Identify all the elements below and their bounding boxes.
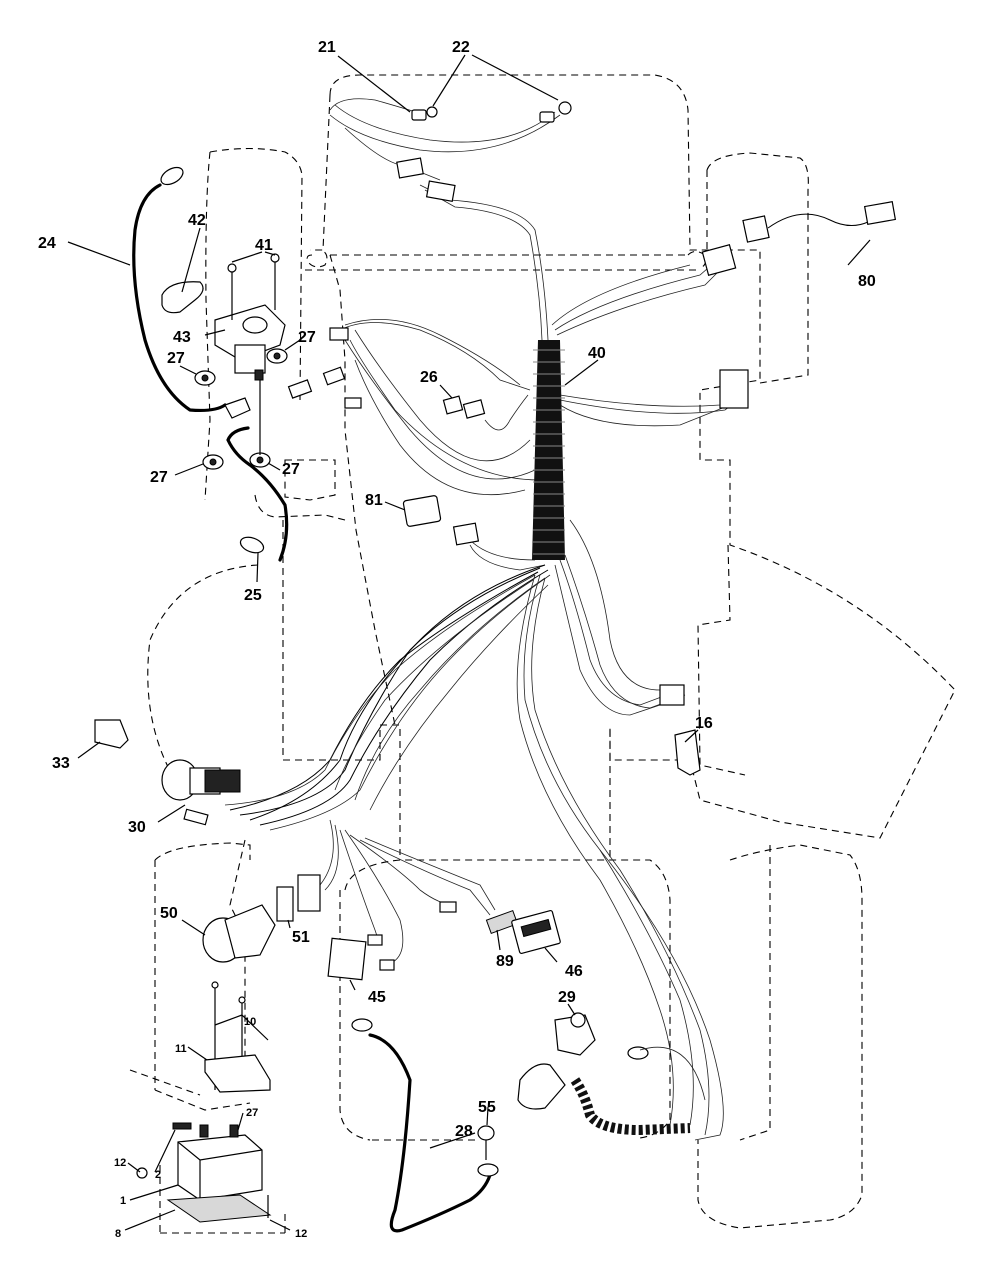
solenoid-assembly bbox=[161, 253, 286, 381]
ring-terminal-29 bbox=[627, 1046, 649, 1060]
callout-29: 29 bbox=[558, 989, 576, 1006]
battery-tray-8 bbox=[166, 1194, 272, 1223]
callout-27-battery: 27 bbox=[246, 1107, 258, 1119]
nut-27b bbox=[194, 370, 216, 386]
callout-24: 24 bbox=[38, 235, 56, 252]
harness-connector-top-a bbox=[396, 157, 424, 179]
connector-89 bbox=[485, 909, 519, 935]
cover-51 bbox=[276, 886, 294, 922]
callout-22: 22 bbox=[452, 39, 470, 56]
callout-30: 30 bbox=[128, 819, 146, 836]
harness-connector-right bbox=[701, 244, 737, 276]
callout-27-bottom-left: 27 bbox=[150, 469, 168, 486]
cable-lug bbox=[224, 397, 251, 419]
module-45 bbox=[327, 937, 367, 981]
screw-12a bbox=[136, 1167, 148, 1179]
callout-55: 55 bbox=[478, 1099, 496, 1116]
connector-16 bbox=[674, 729, 701, 776]
callout-16: 16 bbox=[695, 715, 713, 732]
headlight-bulb-right bbox=[539, 101, 572, 123]
light-50 bbox=[202, 904, 276, 963]
battery-cables bbox=[132, 183, 492, 1233]
callout-2: 2 bbox=[155, 1169, 161, 1181]
callout-27-bottom-right: 27 bbox=[282, 461, 300, 478]
harness-connector-lower-right bbox=[719, 369, 749, 409]
callout-26: 26 bbox=[420, 369, 438, 386]
chassis-outline bbox=[129, 74, 956, 1234]
ground-wire-29 bbox=[639, 1046, 706, 1101]
connector-small-a bbox=[329, 327, 349, 341]
plug-29 bbox=[517, 1063, 566, 1110]
connector-46a bbox=[439, 901, 457, 913]
nut-27d bbox=[249, 452, 271, 468]
callout-80: 80 bbox=[858, 273, 876, 290]
hold-down-bracket-11 bbox=[204, 1054, 271, 1093]
terminal-cover-2 bbox=[172, 1122, 192, 1130]
callout-12-left: 12 bbox=[114, 1157, 126, 1169]
coil-cable bbox=[570, 1077, 691, 1136]
bracket-33 bbox=[94, 719, 129, 749]
bolt-55 bbox=[477, 1125, 495, 1160]
callout-89: 89 bbox=[496, 953, 514, 970]
callout-43: 43 bbox=[173, 329, 191, 346]
fuse-holder bbox=[287, 379, 313, 399]
connector-45a bbox=[367, 934, 383, 946]
callout-12-right: 12 bbox=[295, 1228, 307, 1240]
ring-terminal-28a bbox=[351, 1018, 373, 1032]
callout-labels: 21 22 24 42 41 43 27 27 27 27 40 80 26 8… bbox=[38, 39, 876, 1240]
callout-1: 1 bbox=[120, 1195, 126, 1207]
nut-27c bbox=[202, 454, 224, 470]
connector-80 bbox=[742, 201, 897, 243]
switch-29 bbox=[554, 1012, 596, 1056]
connector-45b bbox=[379, 959, 395, 971]
relay-81 bbox=[402, 495, 480, 546]
harness-connector-16 bbox=[659, 684, 685, 706]
callout-8: 8 bbox=[115, 1228, 121, 1240]
callout-27-top-right: 27 bbox=[298, 329, 316, 346]
callout-10: 10 bbox=[244, 1016, 256, 1028]
callout-27-left: 27 bbox=[167, 350, 185, 367]
connector-26 bbox=[442, 395, 486, 419]
callout-11: 11 bbox=[175, 1043, 187, 1055]
harness-loom bbox=[532, 340, 565, 560]
battery-1 bbox=[177, 1124, 263, 1201]
callout-28: 28 bbox=[455, 1123, 473, 1140]
callout-81: 81 bbox=[365, 492, 383, 509]
inline-connector bbox=[322, 366, 346, 386]
callout-51: 51 bbox=[292, 929, 310, 946]
connector-51 bbox=[297, 874, 321, 912]
leader-lines bbox=[67, 54, 871, 1231]
callout-40: 40 bbox=[588, 345, 606, 362]
callout-45: 45 bbox=[368, 989, 386, 1006]
harness-connector-top-b bbox=[425, 180, 456, 202]
headlight-bulb-left bbox=[411, 106, 438, 121]
ring-terminal-25 bbox=[239, 536, 265, 554]
hour-meter-46 bbox=[511, 909, 561, 955]
harness-wires bbox=[224, 98, 741, 1141]
callout-42: 42 bbox=[188, 212, 206, 229]
callout-25: 25 bbox=[244, 587, 262, 604]
callout-46: 46 bbox=[565, 963, 583, 980]
callout-21: 21 bbox=[318, 39, 336, 56]
callout-33: 33 bbox=[52, 755, 70, 772]
callout-41: 41 bbox=[255, 237, 273, 254]
ignition-switch-30 bbox=[161, 759, 241, 826]
connector-small-b bbox=[344, 397, 362, 409]
ring-terminal-24 bbox=[160, 166, 184, 186]
ring-terminal-28b bbox=[477, 1163, 499, 1177]
nut-27a bbox=[266, 348, 288, 364]
callout-50: 50 bbox=[160, 905, 178, 922]
